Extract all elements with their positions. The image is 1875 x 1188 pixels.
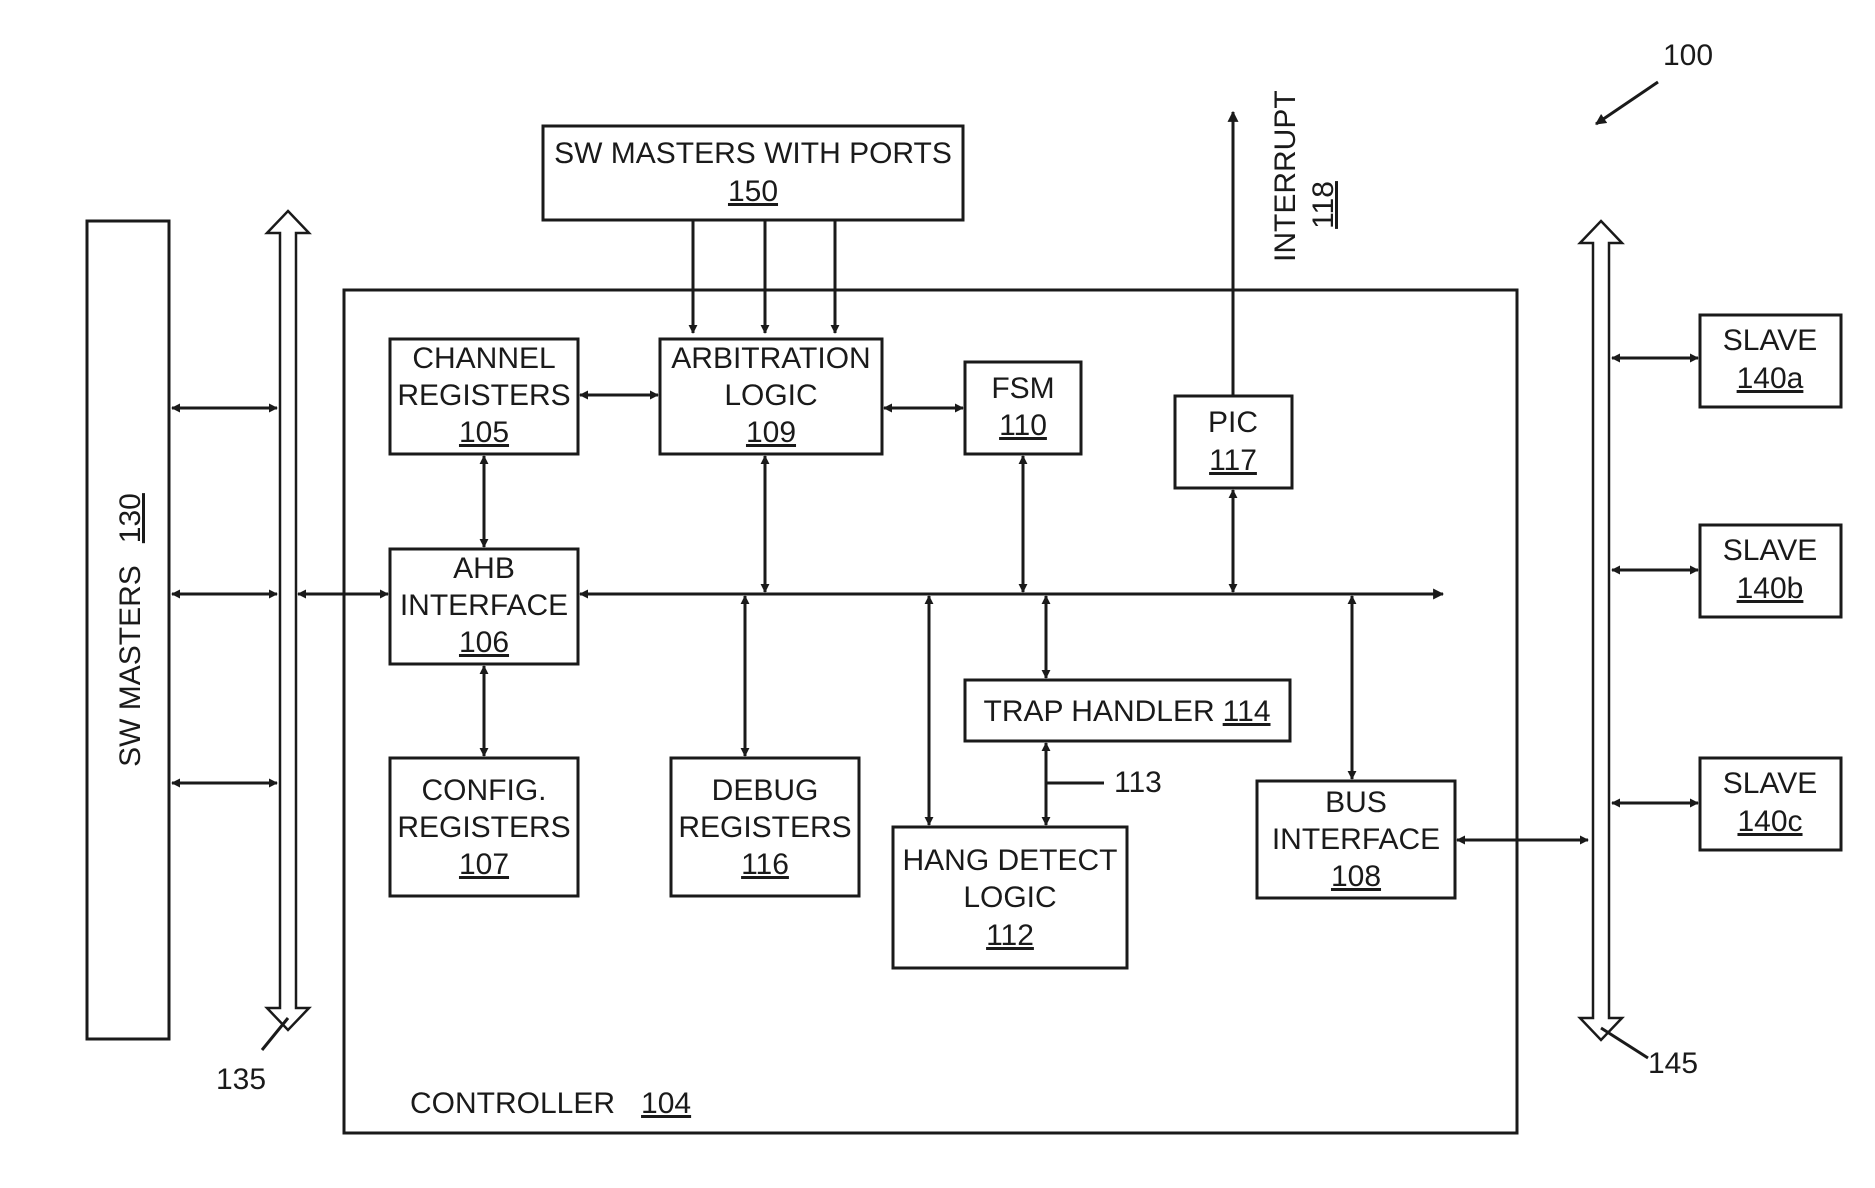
bus-145 — [1580, 221, 1622, 1040]
config-registers-line1: CONFIG. — [422, 774, 547, 807]
channel-registers-line1: CHANNEL — [412, 342, 555, 375]
bus-interface-line1: BUS — [1325, 786, 1387, 819]
config-registers-line2: REGISTERS — [397, 811, 570, 844]
controller-label: CONTROLLER104 — [410, 1087, 691, 1120]
ref-113: 113 — [1114, 766, 1162, 799]
arbitration-logic-number: 109 — [746, 416, 796, 449]
slave-a-number: 140a — [1737, 362, 1804, 395]
slave-a-line1: SLAVE — [1723, 324, 1818, 357]
slave-c-number: 140c — [1737, 805, 1802, 838]
hang-detect-line2: LOGIC — [963, 881, 1056, 914]
bus-interface-line2: INTERFACE — [1272, 823, 1440, 856]
fsm-line1: FSM — [991, 372, 1054, 405]
config-registers-number: 107 — [459, 848, 509, 881]
debug-registers-number: 116 — [741, 848, 789, 881]
ref-145-leader — [1601, 1028, 1648, 1058]
arbitration-logic-line2: LOGIC — [724, 379, 817, 412]
ref-135: 135 — [216, 1063, 266, 1096]
slave-b-number: 140b — [1737, 572, 1804, 605]
slave-c-line1: SLAVE — [1723, 767, 1818, 800]
slave-b-line1: SLAVE — [1723, 534, 1818, 567]
pic-line1: PIC — [1208, 406, 1258, 439]
fsm-number: 110 — [999, 409, 1047, 442]
channel-registers-line2: REGISTERS — [397, 379, 570, 412]
figure-number: 100 — [1663, 39, 1713, 72]
figure-pointer — [1596, 82, 1658, 124]
pic-number: 117 — [1209, 444, 1257, 477]
interrupt-label: INTERRUPT — [1269, 90, 1302, 262]
ahb-interface-line1: AHB — [453, 552, 515, 585]
sw-masters-label: SW MASTERS130 — [114, 493, 147, 767]
channel-registers-number: 105 — [459, 416, 509, 449]
interrupt-number: 118 — [1307, 181, 1340, 229]
debug-registers-line1: DEBUG — [712, 774, 819, 807]
ahb-interface-number: 106 — [459, 626, 509, 659]
hang-detect-line1: HANG DETECT — [902, 844, 1117, 877]
ahb-interface-line2: INTERFACE — [400, 589, 568, 622]
arbitration-logic-line1: ARBITRATION — [671, 342, 870, 375]
ref-145: 145 — [1648, 1047, 1698, 1080]
sw-masters-ports-number: 150 — [728, 175, 778, 208]
trap-handler-label: TRAP HANDLER114 — [984, 695, 1271, 728]
sw-masters-ports-line1: SW MASTERS WITH PORTS — [554, 137, 952, 170]
debug-registers-line2: REGISTERS — [678, 811, 851, 844]
ref-135-leader — [262, 1018, 288, 1050]
bus-interface-number: 108 — [1331, 860, 1381, 893]
bus-135 — [267, 211, 309, 1030]
hang-detect-number: 112 — [986, 919, 1034, 952]
